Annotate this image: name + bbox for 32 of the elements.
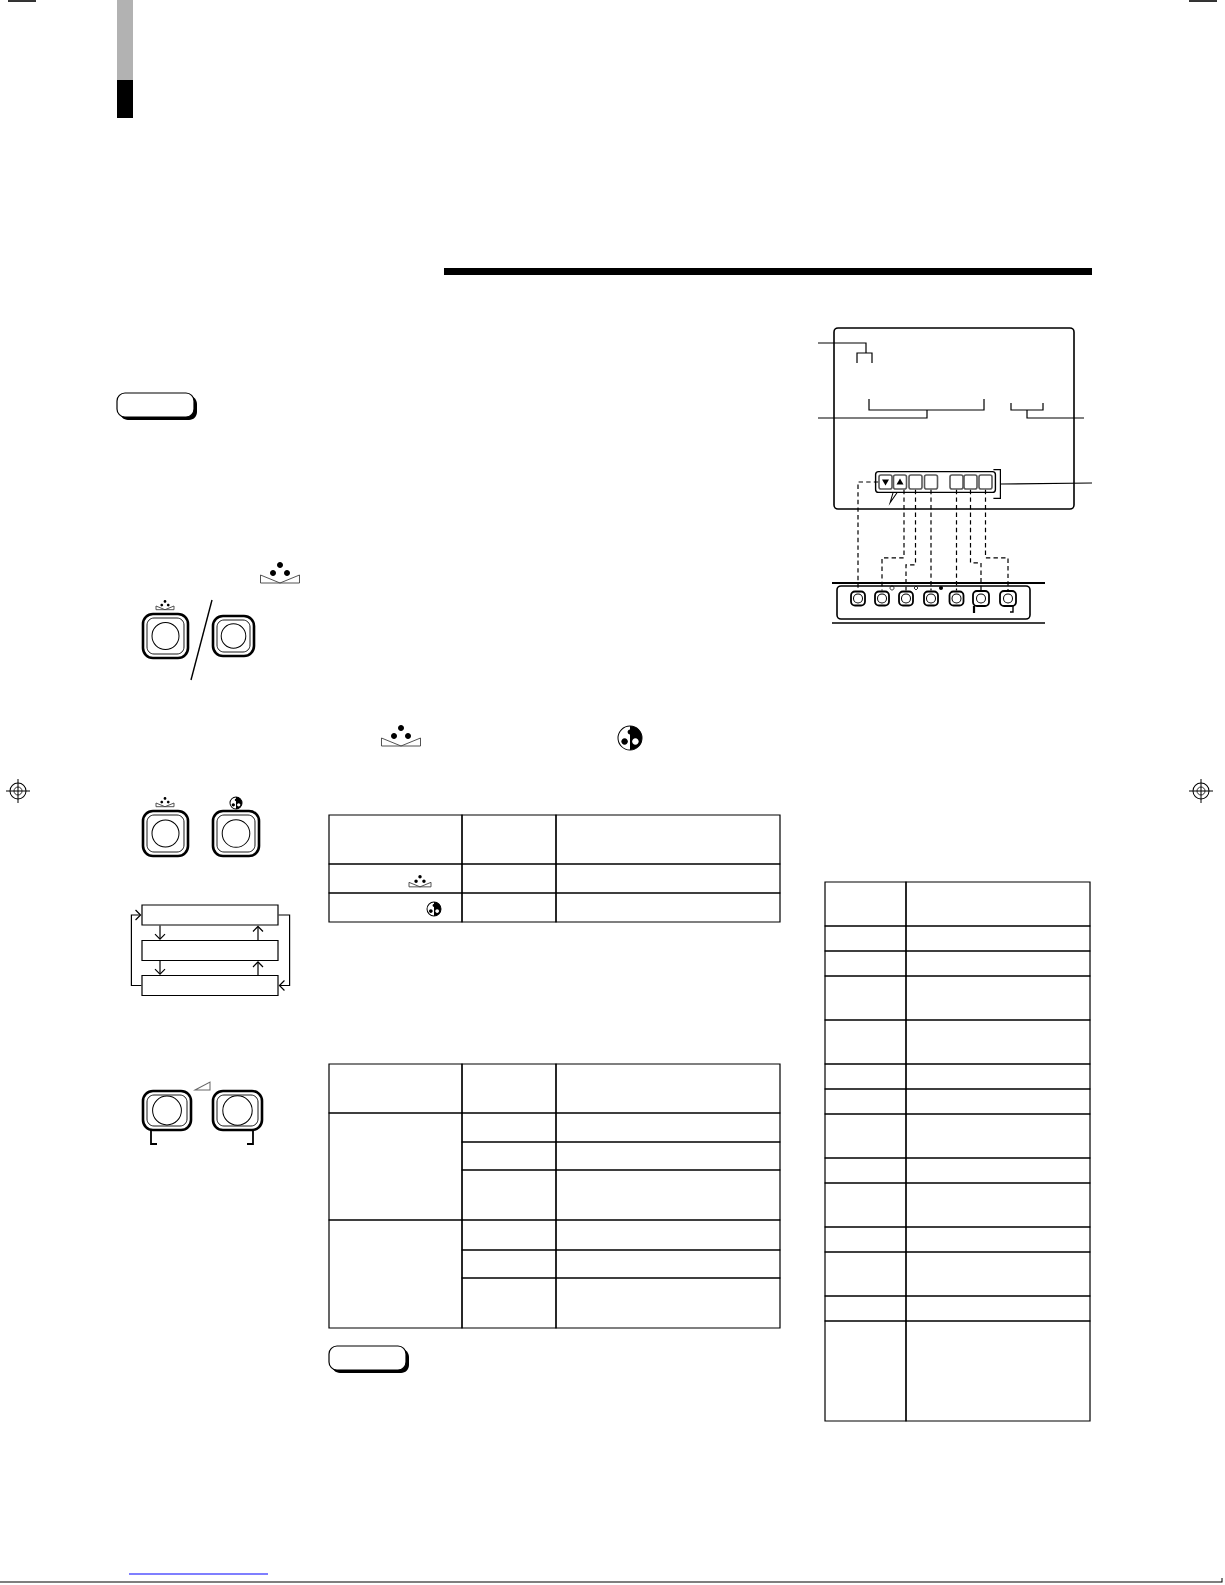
arrow (154, 960, 166, 975)
down-arrow-icon (878, 474, 893, 490)
panel-button (972, 590, 990, 607)
arrow (130, 909, 142, 987)
screen-icon (978, 474, 993, 490)
panel-button (923, 590, 939, 607)
process-box (141, 974, 279, 997)
up-arrow-icon (889, 474, 908, 504)
icon-bar (874, 469, 1001, 499)
arrow (278, 914, 291, 992)
dashed-connector (969, 489, 982, 591)
panel-button (850, 590, 866, 607)
panel-button (874, 590, 890, 607)
screen-icon (949, 474, 964, 490)
process-box (141, 939, 279, 962)
screen-icon (923, 474, 939, 490)
screen-icon (908, 474, 923, 490)
screen-icon (963, 474, 978, 490)
arrow (252, 961, 264, 976)
panel-button (948, 590, 965, 607)
dashed-connector (881, 489, 905, 592)
panel-button (898, 590, 914, 607)
panel-button (999, 590, 1017, 607)
process-box (141, 904, 279, 926)
dashed-connector (857, 481, 879, 592)
arrow (154, 925, 166, 940)
dashed-connector (930, 489, 932, 592)
dashed-connector (984, 489, 1009, 591)
dashed-connector (905, 489, 917, 592)
arrow (252, 925, 264, 941)
leader-line (999, 482, 1093, 485)
dashed-connector (955, 489, 958, 592)
